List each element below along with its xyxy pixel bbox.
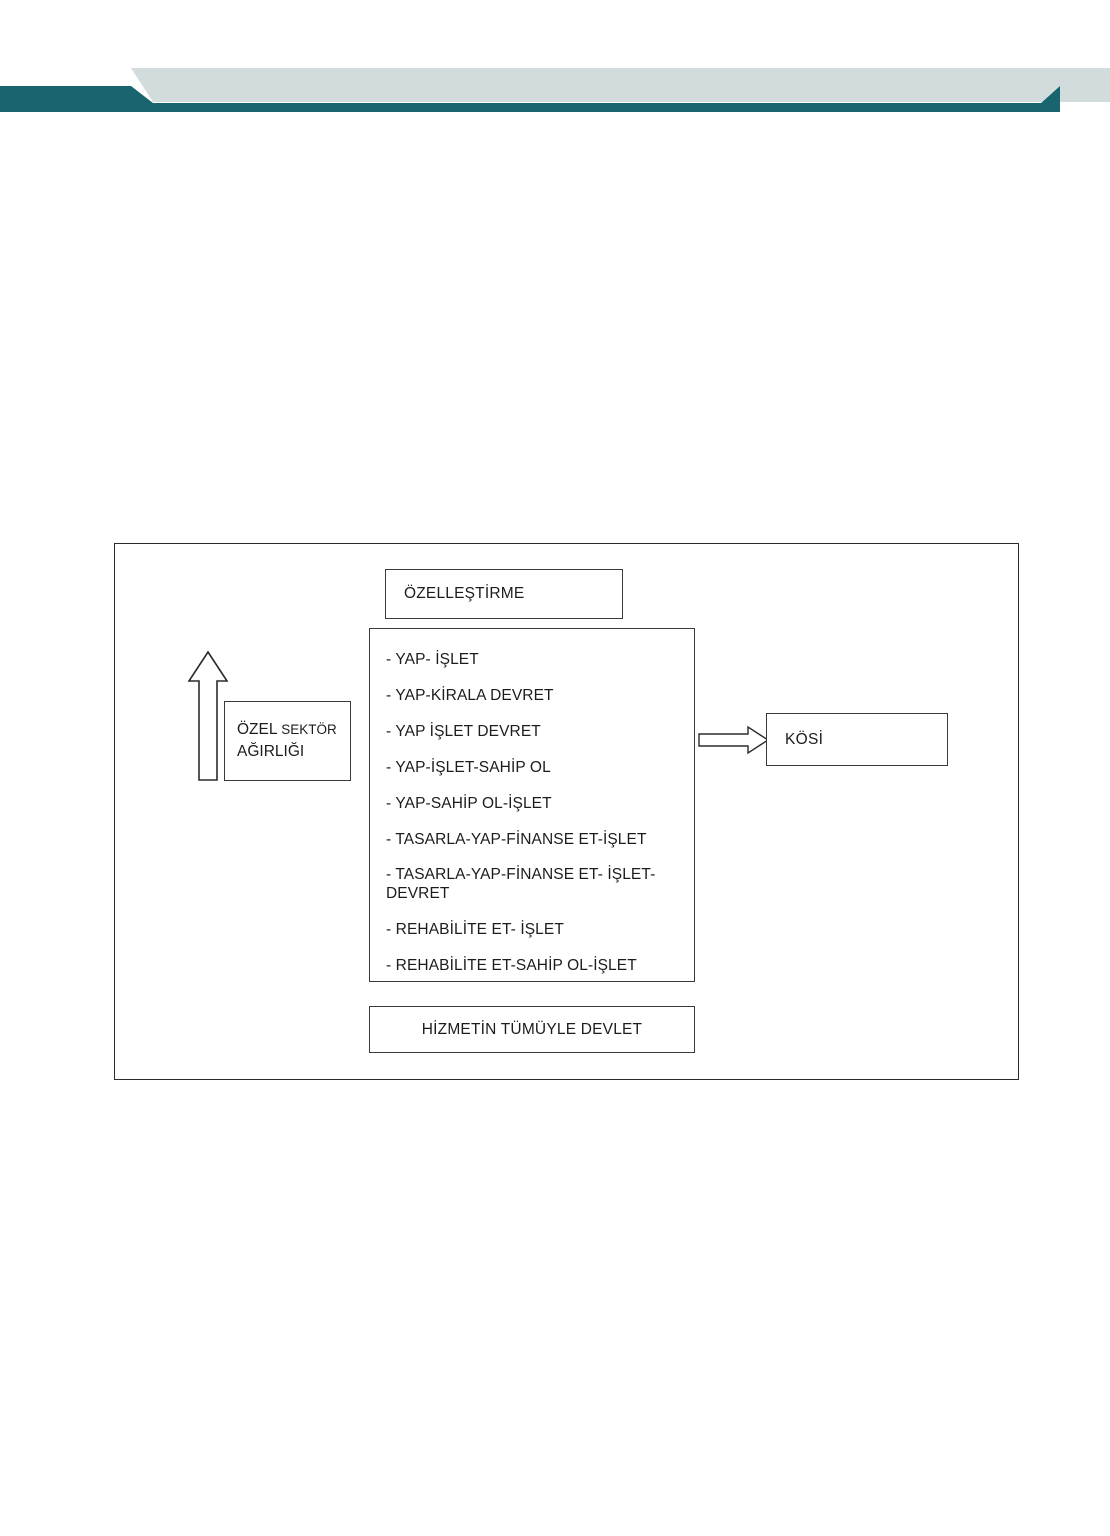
right-arrow-icon [698, 724, 770, 756]
header-gray-band [131, 68, 1110, 102]
list-item: - TASARLA-YAP-FİNANSE ET- İŞLET-DEVRET [386, 866, 656, 903]
list-item: - YAP-SAHİP OL-İŞLET [386, 794, 552, 812]
box-ozellestirme: ÖZELLEŞTİRME [385, 569, 623, 619]
box-ozel-sektor-agirligi: ÖZEL SEKTÖR AĞIRLIĞI [224, 701, 351, 781]
list-item: - REHABİLİTE ET- İŞLET [386, 921, 564, 939]
box-hizmetin-tumuyle-devlet: HİZMETİN TÜMÜYLE DEVLET [369, 1006, 695, 1053]
box-model-list: - YAP- İŞLET - YAP-KİRALA DEVRET - YAP İ… [369, 628, 695, 982]
box-ozellestirme-label: ÖZELLEŞTİRME [404, 585, 525, 602]
list-item: - YAP-İŞLET-SAHİP OL [386, 758, 551, 776]
up-arrow-icon [187, 649, 229, 783]
box-ozel-sektor-label: ÖZEL SEKTÖR AĞIRLIĞI [237, 719, 337, 764]
box-hizmetin-label: HİZMETİN TÜMÜYLE DEVLET [421, 1020, 643, 1038]
list-item: - TASARLA-YAP-FİNANSE ET-İŞLET [386, 830, 647, 848]
box-ozel-sektor-line2: AĞIRLIĞI [237, 743, 305, 760]
list-item: - YAP-KİRALA DEVRET [386, 686, 554, 704]
box-kosi-label: KÖSİ [785, 730, 824, 748]
list-item: - YAP İŞLET DEVRET [386, 722, 541, 740]
box-ozel-sektor-line1-lead: ÖZEL [237, 720, 282, 738]
header-banner [0, 0, 1110, 130]
diagram-frame: ÖZELLEŞTİRME - YAP- İŞLET - YAP-KİRALA D… [114, 543, 1019, 1080]
header-teal-band-main [0, 86, 1060, 112]
list-item: - YAP- İŞLET [386, 651, 479, 668]
box-ozel-sektor-line1-rest: SEKTÖR [281, 721, 337, 737]
list-item: - REHABİLİTE ET-SAHİP OL-İŞLET [386, 957, 637, 975]
box-kosi: KÖSİ [766, 713, 948, 766]
